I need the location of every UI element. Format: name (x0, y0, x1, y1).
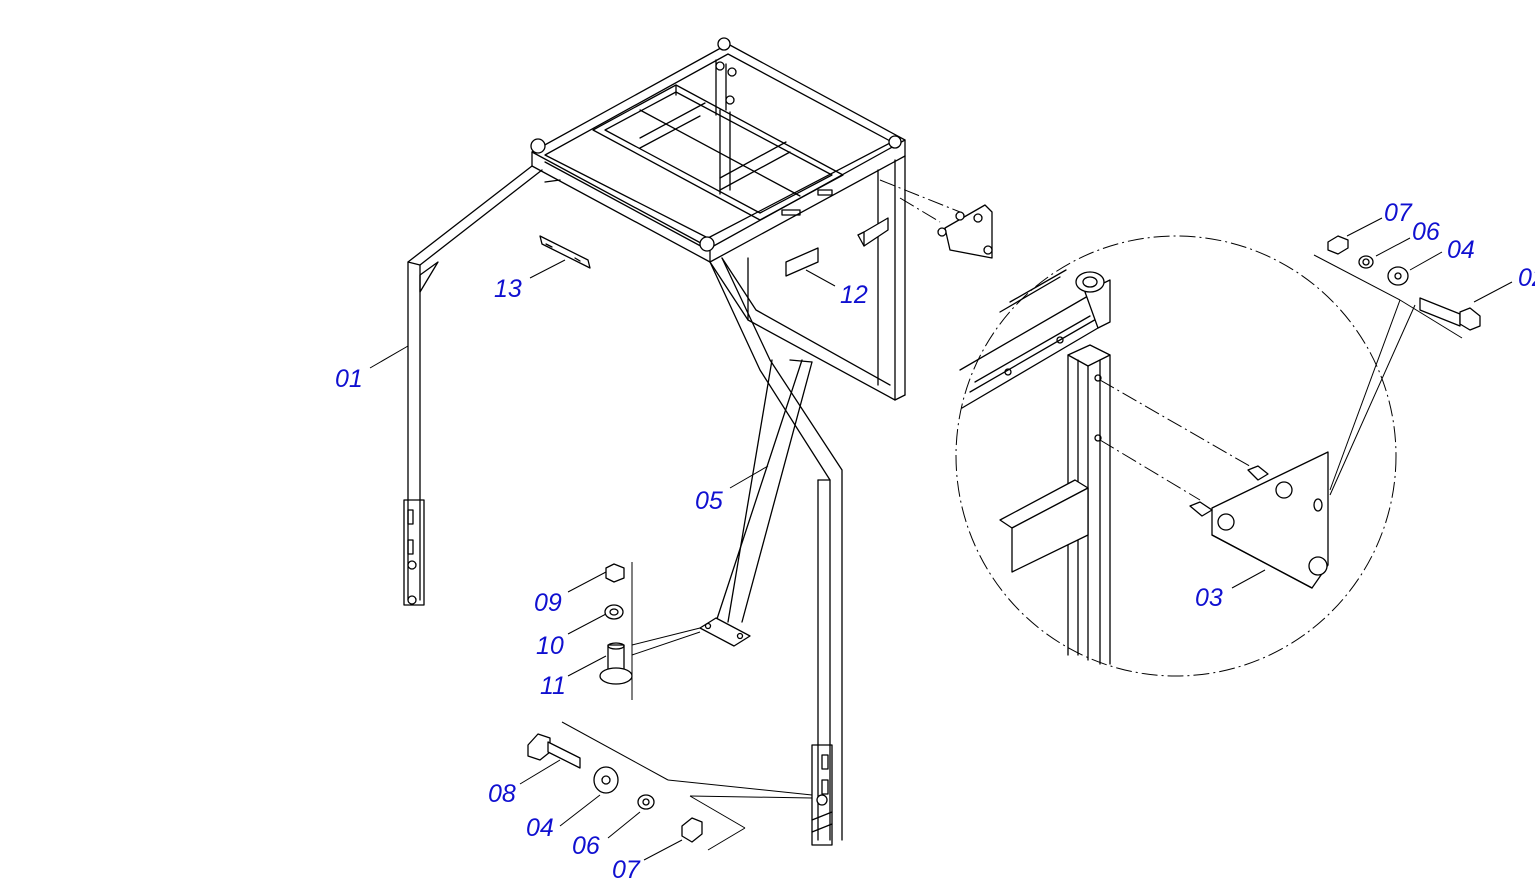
label-06-top: 06 (1412, 218, 1440, 246)
label-09: 09 (534, 589, 562, 617)
main-frame (403, 37, 993, 846)
front-x-brace (699, 257, 843, 846)
top-frame (530, 37, 906, 263)
label-11: 11 (540, 672, 566, 700)
label-07-bottom: 07 (612, 856, 641, 884)
leader-lines (369, 217, 1513, 861)
label-02: 02 (1518, 264, 1535, 292)
detail-view (955, 235, 1397, 677)
label-07-top: 07 (1384, 199, 1413, 227)
label-06-bottom: 06 (572, 832, 600, 860)
label-10: 10 (536, 632, 564, 660)
label-08: 08 (488, 780, 516, 808)
side-panel-frame (709, 155, 906, 401)
label-03: 03 (1195, 584, 1223, 612)
label-plate-12 (785, 247, 819, 277)
label-plate-13 (539, 235, 591, 269)
label-05: 05 (695, 487, 723, 515)
label-13: 13 (494, 275, 522, 303)
hardware-top-right (1313, 235, 1481, 496)
hardware-foot (599, 562, 701, 700)
left-leg (403, 165, 561, 606)
mounting-plate-exploded (879, 179, 993, 259)
label-12: 12 (840, 281, 868, 309)
label-04-bottom: 04 (526, 814, 554, 842)
callout-labels: 01 02 03 04 04 05 06 06 07 07 08 09 10 1… (335, 199, 1535, 884)
label-04-top: 04 (1447, 236, 1475, 264)
label-01: 01 (335, 365, 363, 393)
hardware-bottom (527, 721, 813, 851)
